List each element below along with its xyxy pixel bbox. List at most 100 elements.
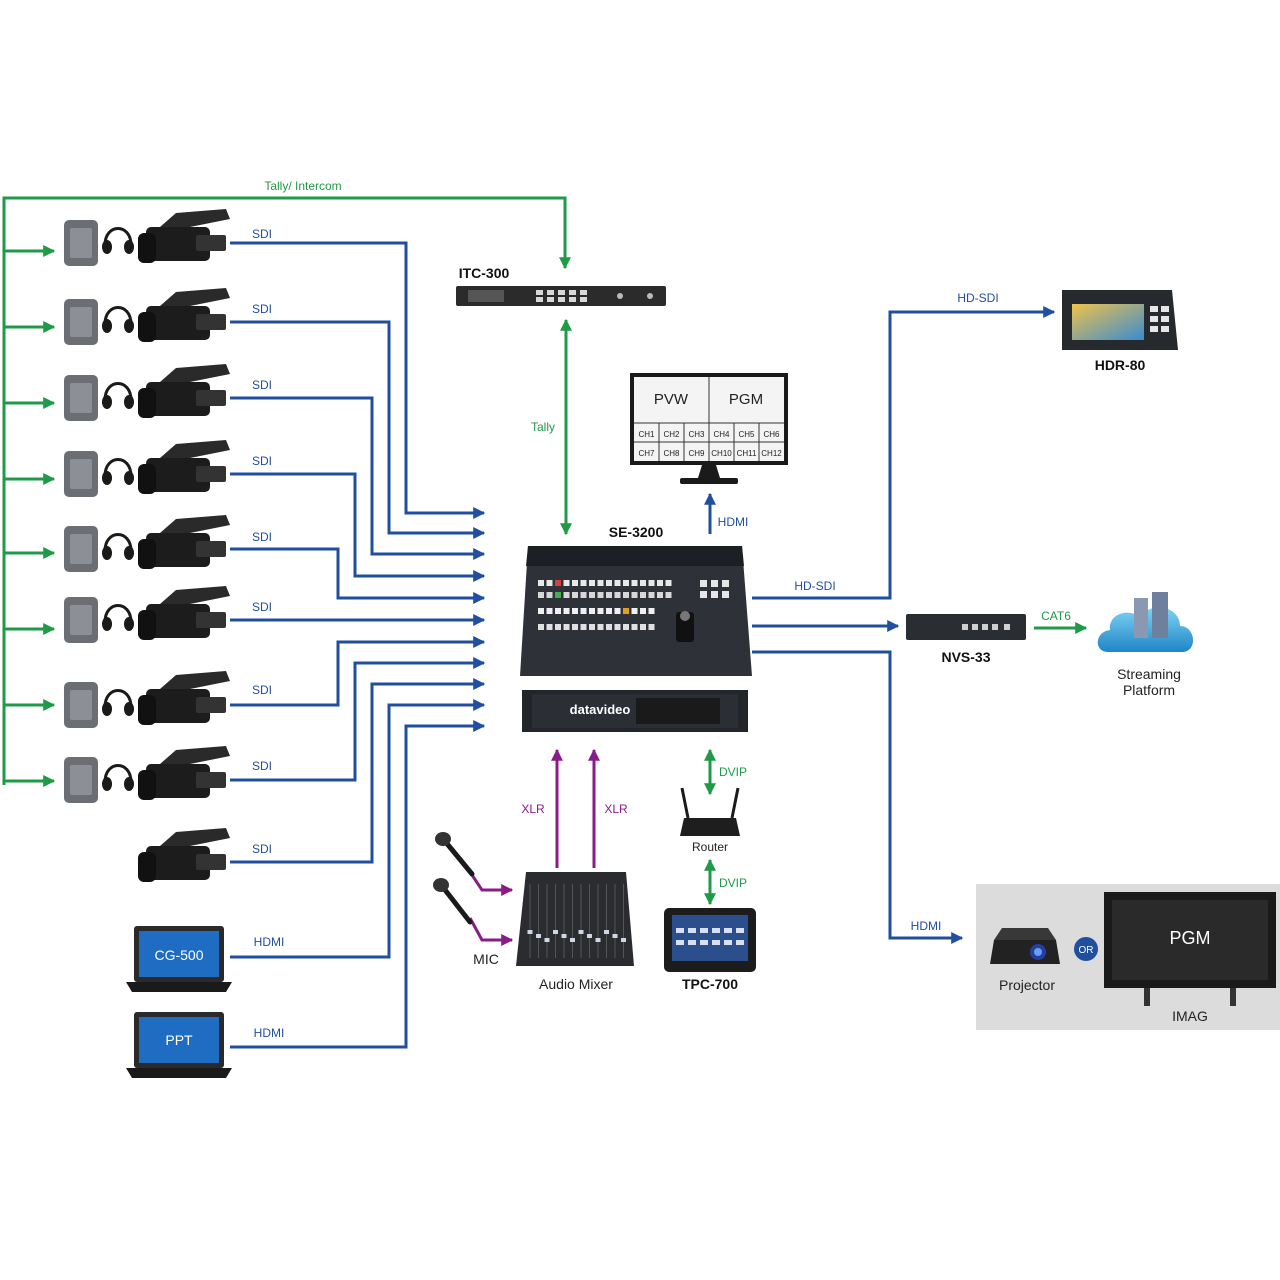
switcher-key <box>665 580 672 586</box>
switcher-key <box>657 580 663 586</box>
switcher-key <box>631 580 638 586</box>
laptop-cg500: CG-500 <box>126 926 232 992</box>
switcher-key <box>606 624 612 630</box>
switcher-key <box>580 592 587 598</box>
beltpack-icon <box>64 682 98 728</box>
tally-intercom-wiring <box>2 196 1088 906</box>
or-badge: OR <box>1079 945 1094 956</box>
camcorder-icon <box>138 209 230 263</box>
switcher-key <box>555 608 561 614</box>
fader-knob <box>527 930 533 934</box>
switcher-key <box>648 592 655 598</box>
imag-label: IMAG <box>1172 1008 1208 1024</box>
switcher-key <box>546 592 553 598</box>
audio-mixer-label: Audio Mixer <box>539 976 613 992</box>
switcher-key <box>631 592 638 598</box>
hdmi-label-monitor: HDMI <box>718 515 749 529</box>
sdi-label-4: SDI <box>252 454 272 468</box>
switcher-key <box>580 624 587 630</box>
audio-wiring <box>468 748 600 946</box>
switcher-key <box>640 608 646 614</box>
camcorder-icon <box>138 364 230 418</box>
headset-icon <box>102 764 134 791</box>
switcher-key <box>589 592 595 598</box>
sdi-input-wiring <box>230 241 1056 1049</box>
projector-label: Projector <box>999 977 1055 993</box>
switcher-key <box>572 592 578 598</box>
fader-knob <box>553 930 558 934</box>
camcorder-icon <box>138 515 230 569</box>
imag-panel: Projector OR PGM IMAG <box>976 884 1280 1030</box>
camcorder-icon <box>138 288 230 342</box>
beltpack-icon <box>64 299 98 345</box>
channel-cell: CH9 <box>688 449 705 458</box>
switcher-key <box>572 580 578 586</box>
dvip-label-2: DVIP <box>719 876 747 890</box>
channel-cell: CH6 <box>763 430 780 439</box>
switcher-key <box>589 580 595 586</box>
xlr-label-2: XLR <box>604 802 628 816</box>
switcher-key <box>623 608 629 614</box>
beltpack-icon <box>64 451 98 497</box>
switcher-key <box>606 580 612 586</box>
sdi-label-2: SDI <box>252 302 272 316</box>
headset-icon <box>102 604 134 631</box>
switcher-key <box>614 592 621 598</box>
switcher-key <box>711 580 718 587</box>
router-label: Router <box>692 840 728 854</box>
switcher-key <box>538 592 544 598</box>
switcher-key <box>722 580 729 587</box>
switcher-key <box>640 580 646 586</box>
switcher-key <box>665 592 672 598</box>
switcher-key <box>657 592 663 598</box>
mic-label: MIC <box>473 951 499 967</box>
datavideo-logo: datavideo <box>570 702 631 717</box>
fader-knob <box>570 938 575 942</box>
cat6-label: CAT6 <box>1041 609 1071 623</box>
channel-cell: CH3 <box>688 430 705 439</box>
switcher-key <box>623 580 629 586</box>
pvw-label: PVW <box>654 391 689 408</box>
camcorder-icon <box>138 828 230 882</box>
switcher-key <box>597 592 604 598</box>
switcher-key <box>631 608 638 614</box>
ppt-label: PPT <box>165 1032 193 1048</box>
switcher-key <box>546 624 553 630</box>
sdi-label-1: SDI <box>252 227 272 241</box>
switcher-key <box>623 592 629 598</box>
audio-mixer-device: Audio Mixer <box>516 872 634 992</box>
cg500-label: CG-500 <box>154 947 203 963</box>
streaming-label-line2: Platform <box>1123 682 1175 698</box>
camera-unit <box>64 746 230 803</box>
switcher-key <box>555 624 561 630</box>
fader-knob <box>604 930 609 934</box>
hdmi-label-cg500: HDMI <box>254 935 285 949</box>
switcher-key <box>640 592 646 598</box>
switcher-key <box>614 624 621 630</box>
switcher-key <box>614 608 621 614</box>
switcher-key <box>700 591 707 598</box>
switcher-key <box>606 592 612 598</box>
switcher-key <box>648 608 655 614</box>
hdr80-device: HDR-80 <box>1062 290 1178 373</box>
switcher-key <box>597 580 604 586</box>
switcher-key <box>555 592 561 598</box>
switcher-key <box>589 624 595 630</box>
fader-knob <box>536 934 541 938</box>
switcher-key <box>555 580 561 586</box>
camera-unit <box>64 586 230 643</box>
switcher-key <box>572 608 578 614</box>
switcher-key <box>597 624 604 630</box>
sdi-label-7: SDI <box>252 683 272 697</box>
channel-cell: CH4 <box>713 430 730 439</box>
headset-icon <box>102 306 134 333</box>
itc300-device: ITC-300 <box>456 265 666 306</box>
switcher-key <box>538 624 544 630</box>
switcher-key <box>563 624 570 630</box>
switcher-key <box>563 580 570 586</box>
camera-unit <box>64 288 230 345</box>
beltpack-icon <box>64 220 98 266</box>
channel-cell: CH8 <box>663 449 680 458</box>
camera-unit <box>138 828 230 882</box>
